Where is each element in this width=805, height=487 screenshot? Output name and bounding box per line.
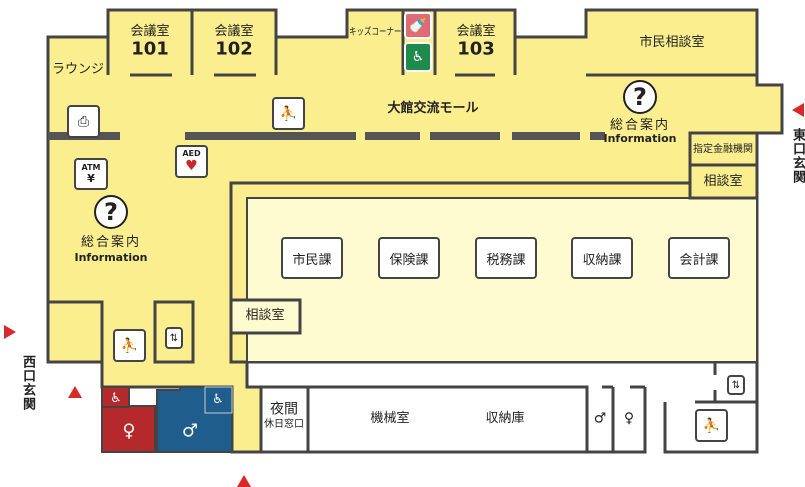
office-shuno[interactable]: 収納課 — [571, 237, 633, 279]
consult-room-left-label: 相談室 — [245, 308, 285, 324]
info-label-en-west: Information — [74, 251, 148, 265]
elevator-icon: ⇅ — [165, 327, 183, 349]
east-entrance-label: 東口玄関 — [790, 128, 805, 184]
room-101-label: 会議室 — [130, 24, 170, 40]
entrance-arrow-icon — [68, 386, 82, 398]
office-zeimu[interactable]: 税務課 — [475, 237, 537, 279]
mall-label: 大館交流モール — [387, 101, 479, 117]
office-shimin[interactable]: 市民課 — [281, 237, 343, 279]
atm-label: ATM — [81, 163, 101, 172]
info-label-west: 総合案内 — [80, 235, 142, 251]
elevator-icon: ⇅ — [727, 375, 745, 395]
accessible-icon: ♿ — [212, 392, 224, 408]
stairs-icon: ⛹ — [272, 97, 305, 130]
west-entrance-label: 西口玄関 — [20, 355, 35, 411]
info-label-en-east: Information — [603, 132, 677, 146]
room-102-number: 102 — [215, 38, 253, 60]
room-103-label: 会議室 — [456, 24, 496, 40]
info-question-icon[interactable]: ? — [94, 195, 128, 229]
night-label: 夜間 — [270, 401, 298, 418]
room-101-number: 101 — [131, 38, 169, 60]
room-102-label: 会議室 — [214, 24, 254, 40]
women-toilet-icon: ♀ — [122, 420, 136, 442]
east-entrance-arrow-icon — [792, 103, 804, 117]
atm-icon: ATM¥ — [74, 158, 108, 190]
info-question-icon[interactable]: ? — [623, 80, 657, 114]
men-toilet-icon: ♂ — [181, 420, 199, 442]
bank-label: 指定金融機関 — [693, 143, 753, 155]
men-toilet-icon: ♂ — [593, 410, 607, 427]
nursing-bottle-icon: 🍼 — [404, 12, 432, 39]
office-hoken[interactable]: 保険課 — [378, 237, 440, 279]
stairs-icon: ⛹ — [113, 329, 146, 362]
office-kaikei[interactable]: 会計課 — [668, 237, 730, 279]
west-entrance-arrow-icon — [4, 325, 16, 339]
consult-room-right-label: 相談室 — [703, 174, 743, 190]
copy-machine-icon: ⎙ — [67, 105, 100, 138]
room-103-number: 103 — [457, 38, 495, 60]
aed-label: AED — [182, 149, 201, 158]
storage-label: 収納庫 — [485, 411, 525, 427]
info-label-east: 総合案内 — [609, 118, 671, 134]
aed-icon: AED♥ — [175, 145, 208, 178]
kids-corner-label: キッズコーナー — [349, 27, 402, 38]
entrance-arrow-icon — [237, 475, 251, 487]
accessible-icon: ♿ — [110, 391, 122, 407]
holiday-window-label: 休日窓口 — [264, 418, 304, 430]
accessible-toilet-icon: ♿ — [404, 42, 432, 72]
stairs-icon: ⛹ — [695, 409, 728, 442]
citizen-consult-room-label: 市民相談室 — [639, 35, 705, 51]
lounge-label: ラウンジ — [51, 62, 105, 78]
women-toilet-icon: ♀ — [623, 410, 635, 427]
machine-room-label: 機械室 — [370, 411, 410, 427]
